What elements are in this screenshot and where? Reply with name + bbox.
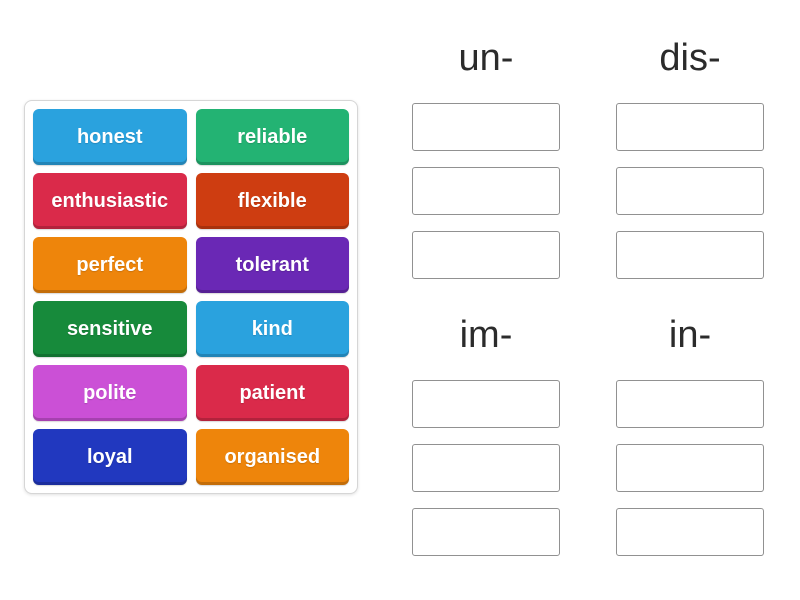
group-in-slot-3[interactable] (616, 508, 764, 556)
group-dis-header: dis- (659, 37, 721, 79)
group-in-slot-2[interactable] (616, 444, 764, 492)
group-un-slot-2[interactable] (412, 167, 560, 215)
word-tile-kind[interactable]: kind (195, 301, 349, 357)
group-im-header: im- (459, 314, 513, 356)
group-un-slot-3[interactable] (412, 231, 560, 279)
word-tile-organised[interactable]: organised (195, 429, 349, 485)
group-in: in- (616, 313, 764, 556)
group-im-slot-1[interactable] (412, 380, 560, 428)
group-dis-slot-2[interactable] (616, 167, 764, 215)
word-tile-tolerant[interactable]: tolerant (195, 237, 349, 293)
group-im: im- (412, 313, 560, 556)
word-tile-flexible[interactable]: flexible (195, 173, 349, 229)
group-dis-slot-3[interactable] (616, 231, 764, 279)
word-tile-enthusiastic[interactable]: enthusiastic (33, 173, 187, 229)
group-un: un- (412, 36, 560, 279)
word-bank-panel: honest reliable enthusiastic flexible pe… (24, 100, 358, 494)
group-dis-slot-1[interactable] (616, 103, 764, 151)
group-in-slot-1[interactable] (616, 380, 764, 428)
word-tile-reliable[interactable]: reliable (195, 109, 349, 165)
group-im-slot-2[interactable] (412, 444, 560, 492)
word-tile-sensitive[interactable]: sensitive (33, 301, 187, 357)
word-tile-loyal[interactable]: loyal (33, 429, 187, 485)
group-un-header: un- (458, 37, 514, 79)
group-im-slot-3[interactable] (412, 508, 560, 556)
group-dis: dis- (616, 36, 764, 279)
word-tile-perfect[interactable]: perfect (33, 237, 187, 293)
word-tile-honest[interactable]: honest (33, 109, 187, 165)
group-in-header: in- (668, 314, 712, 356)
group-un-slot-1[interactable] (412, 103, 560, 151)
word-tile-patient[interactable]: patient (195, 365, 349, 421)
word-tile-polite[interactable]: polite (33, 365, 187, 421)
